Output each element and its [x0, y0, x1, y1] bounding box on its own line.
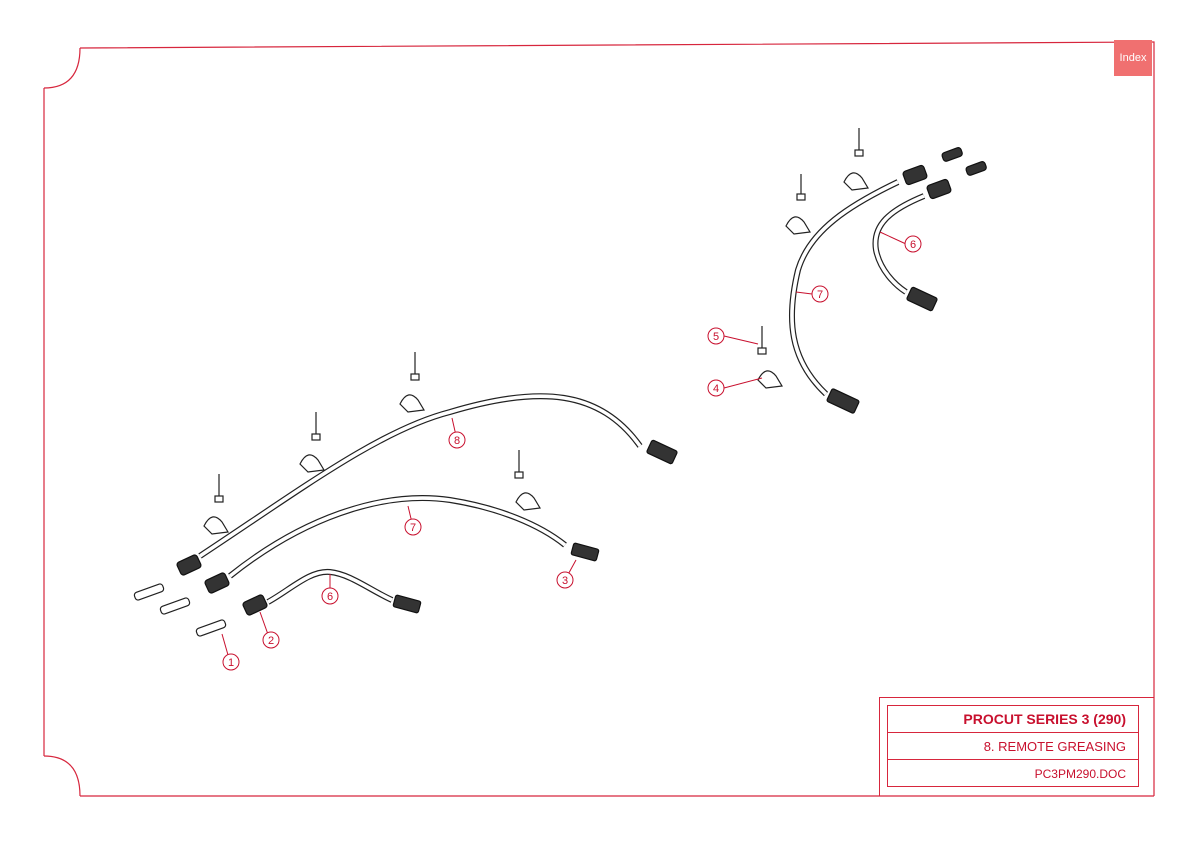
callout-label: 6	[910, 239, 916, 251]
left-assembly	[133, 352, 678, 637]
drawing-subtitle: 8. REMOTE GREASING	[983, 738, 1126, 754]
fitting	[826, 147, 987, 414]
callout-label: 5	[713, 331, 719, 343]
callout-2	[262, 631, 280, 649]
callout-label: 4	[713, 383, 719, 395]
right-assembly	[757, 128, 987, 414]
title-block-frame	[879, 697, 1154, 796]
callout-6-right	[904, 235, 922, 253]
clip-rivet	[757, 128, 869, 389]
document-code: PC3PM290.DOC	[1034, 766, 1126, 781]
callout-label: 8	[454, 435, 460, 447]
callout-6-left	[321, 587, 339, 605]
callouts	[221, 231, 922, 671]
callout-8	[448, 431, 466, 449]
sheet-border	[43, 41, 1155, 797]
hose-7-left	[228, 495, 567, 579]
callout-label: 3	[562, 575, 568, 587]
callout-label: 1	[228, 657, 234, 669]
callout-3	[556, 571, 574, 589]
drawing-title: PROCUT SERIES 3 (290)	[963, 711, 1126, 727]
callout-5	[707, 327, 725, 345]
clip-rivet	[203, 352, 541, 535]
index-button[interactable]: Index	[1114, 40, 1152, 76]
callout-1	[222, 653, 240, 671]
callout-label: 7	[817, 289, 823, 301]
callout-4	[707, 379, 725, 397]
callout-7-right	[811, 285, 829, 303]
callout-label: 7	[410, 522, 416, 534]
callout-labels: 1 2 3 6 7 8 4 5 6 7	[228, 239, 916, 669]
callout-label: 2	[268, 635, 274, 647]
nipple	[133, 583, 227, 637]
fitting	[176, 439, 678, 616]
callout-7-left	[404, 518, 422, 536]
callout-label: 6	[327, 591, 333, 603]
title-block: PROCUT SERIES 3 (290) 8. REMOTE GREASING…	[887, 705, 1139, 787]
